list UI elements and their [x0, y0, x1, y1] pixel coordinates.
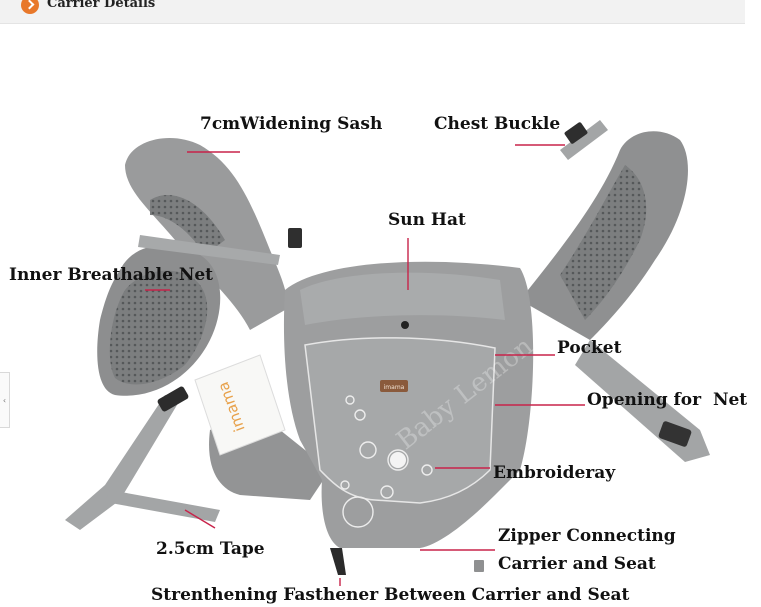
label-tape: 2.5cm Tape — [156, 539, 265, 559]
label-chest-buckle: Chest Buckle — [434, 114, 561, 134]
label-inner-breathable-net: Inner Breathable Net — [9, 265, 214, 285]
pointer-tape — [184, 509, 216, 529]
chevron-right-circle-icon — [21, 0, 39, 14]
label-widening-sash: 7cmWidening Sash — [200, 114, 383, 134]
label-opening-for-net: Opening for Net — [587, 390, 748, 410]
hang-tag: imama — [194, 354, 286, 456]
right-shoulder-strap — [520, 120, 710, 462]
label-zipper: Zipper Connecting Carrier and Seat — [498, 526, 676, 574]
label-pocket: Pocket — [557, 338, 622, 358]
previous-arrow-button[interactable]: ‹ — [0, 372, 10, 428]
carrier-body-panel: imama — [283, 261, 534, 575]
annotation-pointers — [145, 144, 585, 586]
waist-belt — [65, 386, 330, 530]
svg-text:imama: imama — [384, 384, 405, 391]
label-embroidery: Embroideray — [493, 463, 616, 483]
section-title: Carrier Details — [47, 0, 156, 11]
label-fastener: Strenthening Fasthener Between Carrier a… — [151, 585, 630, 605]
label-sun-hat: Sun Hat — [388, 210, 466, 230]
left-shoulder-strap — [97, 137, 302, 396]
arrow-left-icon: ‹ — [2, 396, 7, 405]
section-header: Carrier Details — [0, 0, 745, 24]
